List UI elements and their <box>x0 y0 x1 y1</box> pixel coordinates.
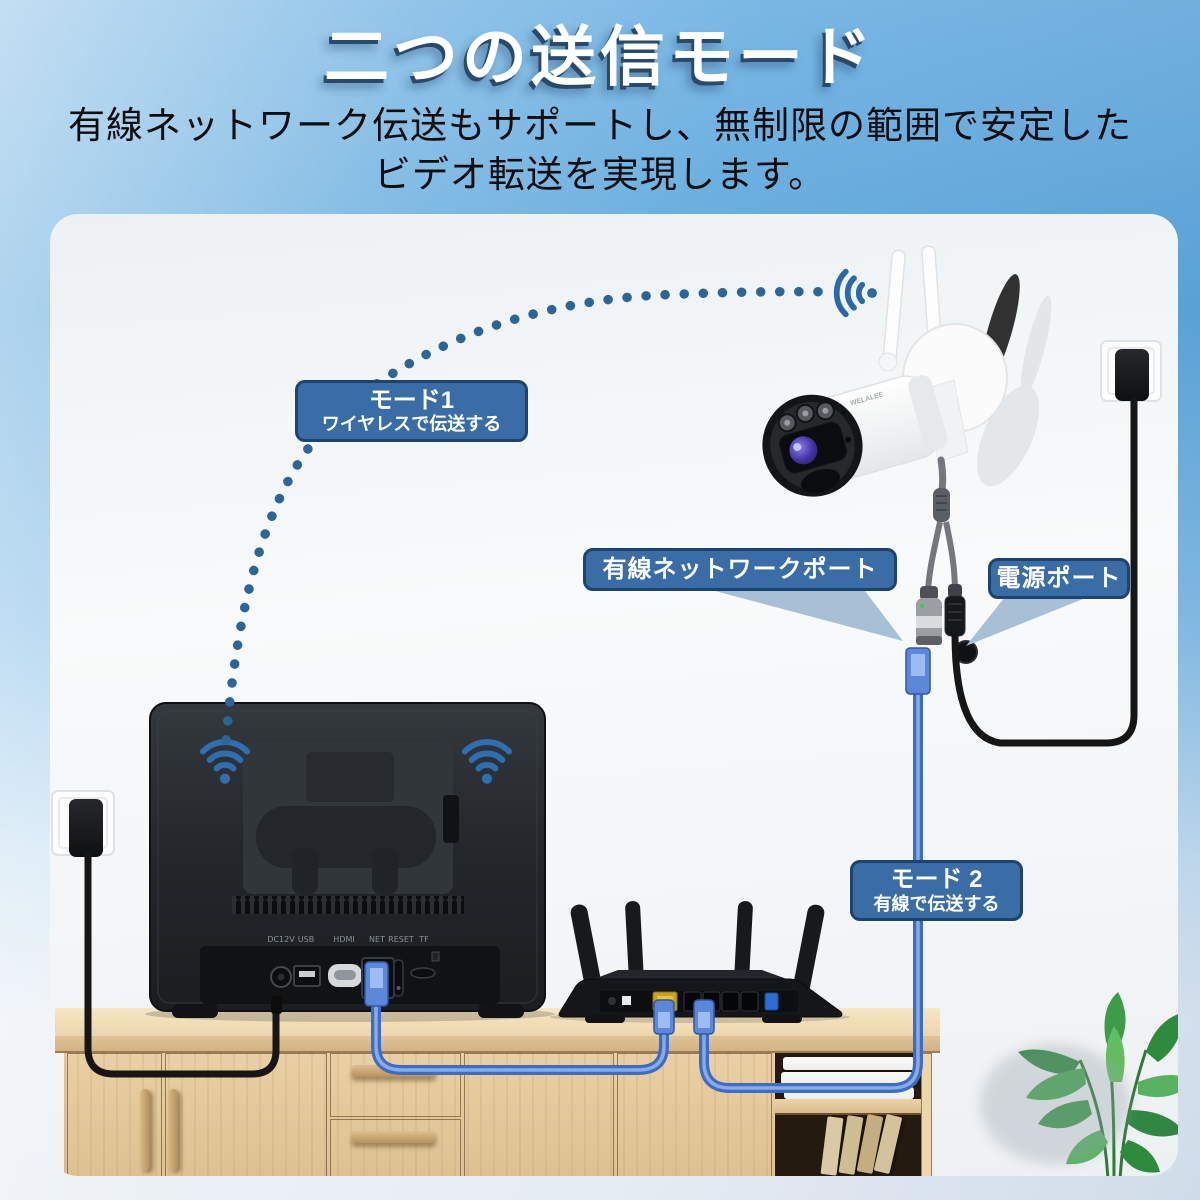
mode1-label: モード1 ワイヤレスで伝送する <box>295 380 528 442</box>
mode1-desc: ワイヤレスで伝送する <box>321 414 502 435</box>
monitor-stand <box>256 806 436 868</box>
shelf-plank <box>775 1099 921 1115</box>
router-usb-port <box>764 992 779 1011</box>
right-power-adapter <box>1115 349 1149 401</box>
mode1-title: モード1 <box>368 386 455 414</box>
tf-slot <box>410 967 436 979</box>
cabinet-side-panel <box>921 1053 932 1176</box>
rj45-plug-monitor <box>364 961 389 1007</box>
cabinet-drawer <box>330 1053 461 1117</box>
port-label-hdmi: HDMI <box>333 935 354 944</box>
port-label-tf: TF <box>418 935 429 944</box>
monitor: DC12V USB HDMI NET RESET TF <box>145 702 555 1022</box>
door-handle <box>168 1089 178 1171</box>
camera-led-lights <box>777 401 835 433</box>
page-title: 二つの送信モード <box>323 20 876 93</box>
port-label-dc: DC12V <box>267 935 295 944</box>
cabinet-door <box>617 1053 772 1176</box>
router-button <box>622 996 631 1005</box>
subtitle-line-1: 有線ネットワーク伝送もサポートし、無制限の範囲で安定した <box>68 105 1132 146</box>
door-handle <box>140 1089 150 1171</box>
white-box <box>783 1057 915 1070</box>
cabinet-door <box>67 1053 162 1176</box>
drawer-handle <box>352 1131 436 1143</box>
left-power-adapter <box>69 799 103 857</box>
page-subtitle: 有線ネットワーク伝送もサポートし、無制限の範囲で安定した ビデオ転送を実現します… <box>0 102 1200 200</box>
mode2-title: モード 2 <box>890 866 983 894</box>
plant <box>1018 992 1178 1176</box>
left-wall-outlet <box>51 790 115 857</box>
wireless-dotted-arc <box>221 286 837 745</box>
white-box <box>781 1072 917 1085</box>
power-port-text: 電源ポート <box>996 564 1122 592</box>
wired-network-port-text: 有線ネットワークポート <box>602 555 878 583</box>
wifi-icon-camera <box>837 272 877 315</box>
dc-plug <box>271 996 282 1014</box>
cabinet-drawer <box>330 1119 461 1176</box>
camera-pir-sensor <box>801 468 840 493</box>
port-label-reset: RESET <box>388 935 414 944</box>
monitor-power-cable <box>84 852 280 1078</box>
rj45-plug-router-1 <box>653 999 675 1035</box>
camera-pigtail-cable <box>925 456 958 593</box>
camera-power-cable <box>951 396 1138 747</box>
cabinet-door <box>464 1053 614 1176</box>
monitor-vents <box>232 896 464 914</box>
cabinet-door <box>165 1053 327 1176</box>
port-label-usb: USB <box>298 935 314 944</box>
camera-power-connector <box>944 584 978 664</box>
mode2-desc: 有線で伝送する <box>873 893 1000 914</box>
power-port-pointer <box>966 597 1088 646</box>
wired-network-port-label: 有線ネットワークポート <box>583 548 897 591</box>
router-antenna <box>790 904 825 1006</box>
rj45-plug-camera <box>905 647 931 695</box>
camera: WELALEE <box>762 245 1052 664</box>
wired-port-pointer <box>700 587 903 641</box>
rj45-plugs <box>364 647 931 1035</box>
subtitle-line-2: ビデオ転送を実現します。 <box>373 153 827 195</box>
power-cables <box>84 396 1138 1078</box>
right-wall-outlet <box>1100 340 1162 402</box>
rj45-plug-router-2 <box>693 999 715 1035</box>
mode2-label: モード 2 有線で伝送する <box>850 860 1023 921</box>
reset-hole <box>393 959 404 997</box>
port-label-net: NET <box>369 935 385 944</box>
plant-shadow <box>980 1044 1130 1164</box>
ethernet-cables <box>371 687 923 1093</box>
power-port-label: 電源ポート <box>988 558 1130 599</box>
camera-ethernet-socket <box>916 586 942 645</box>
plant-leaves <box>1018 992 1178 1173</box>
camera-antenna <box>882 249 906 363</box>
